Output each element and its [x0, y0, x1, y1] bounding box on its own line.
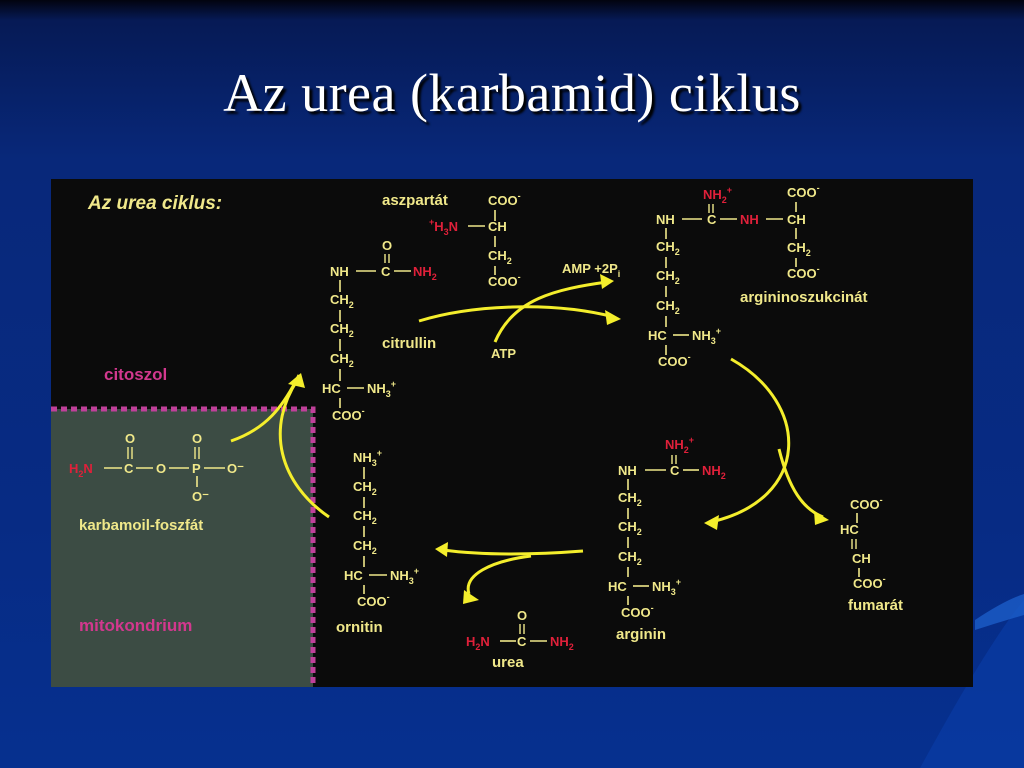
svg-text:CH2: CH2: [787, 240, 811, 258]
urea-label: urea: [492, 654, 524, 671]
svg-text:HC: HC: [840, 522, 859, 537]
amp-label: AMP +2Pi: [562, 261, 620, 279]
svg-text:HC: HC: [344, 568, 363, 583]
svg-text:COO-: COO-: [488, 191, 521, 208]
svg-text:CH2: CH2: [353, 479, 377, 497]
arrow-arginine-to-ornithine: [442, 548, 584, 556]
svg-text:NH2+: NH2+: [665, 435, 694, 455]
svg-text:NH3+: NH3+: [692, 326, 721, 346]
cp-o-minus-bottom: O⁻: [192, 489, 209, 504]
cp-o1: O: [125, 431, 135, 446]
svg-text:CH: CH: [787, 212, 806, 227]
svg-text:C: C: [381, 264, 391, 279]
atp-label: ATP: [491, 346, 516, 361]
reaction-arrows: [230, 274, 829, 604]
svg-text:COO-: COO-: [658, 352, 691, 369]
cp-c: C: [124, 461, 134, 476]
svg-text:C: C: [670, 463, 680, 478]
mitochondrion-region: [51, 409, 313, 687]
cp-o-bridge: O: [156, 461, 166, 476]
mitochondrion-label: mitokondrium: [79, 616, 192, 635]
svg-text:NH: NH: [618, 463, 637, 478]
aspartate-structure: COO- +H3N CH CH2 COO-: [429, 191, 521, 289]
svg-text:COO-: COO-: [621, 603, 654, 620]
svg-text:CH: CH: [852, 551, 871, 566]
slide-title: Az urea (karbamid) ciklus: [223, 63, 801, 123]
svg-text:COO-: COO-: [853, 574, 886, 591]
svg-text:CH2: CH2: [353, 538, 377, 556]
fumarate-structure: COO- HC CH COO-: [840, 495, 886, 591]
arrow-ornithine-to-citrulline: [278, 375, 330, 519]
svg-text:NH3+: NH3+: [367, 379, 396, 399]
svg-text:COO-: COO-: [850, 495, 883, 512]
urea-structure: O H2N C NH2: [466, 608, 574, 652]
fumarate-label: fumarát: [848, 597, 903, 614]
svg-text:HC: HC: [608, 579, 627, 594]
svg-text:CH2: CH2: [656, 268, 680, 286]
ornithine-label: ornitin: [336, 619, 383, 636]
svg-text:CH2: CH2: [353, 508, 377, 526]
svg-text:COO-: COO-: [787, 183, 820, 200]
svg-text:CH2: CH2: [618, 490, 642, 508]
svg-text:NH2: NH2: [550, 634, 574, 652]
svg-text:NH: NH: [740, 212, 759, 227]
svg-text:HC: HC: [648, 328, 667, 343]
svg-text:NH2+: NH2+: [703, 185, 732, 205]
svg-text:CH2: CH2: [618, 549, 642, 567]
arrow-argininosuccinate-to-arginine: [710, 357, 791, 524]
carbamoyl-phosphate-label: karbamoil-foszfát: [79, 517, 203, 534]
cytosol-label: citoszol: [104, 365, 167, 384]
svg-text:CH2: CH2: [488, 248, 512, 266]
svg-text:NH: NH: [656, 212, 675, 227]
svg-text:COO-: COO-: [357, 592, 390, 609]
arginine-structure: NH2+ NH C NH2 CH2 CH2 CH2 HC NH3+ COO-: [608, 435, 726, 620]
cp-h2n: H2N: [69, 461, 93, 479]
svg-text:CH2: CH2: [656, 239, 680, 257]
arginine-label: arginin: [616, 626, 666, 643]
aspartate-label: aszpartát: [382, 192, 448, 209]
svg-text:CH2: CH2: [330, 351, 354, 369]
svg-text:CH2: CH2: [656, 298, 680, 316]
svg-text:CH2: CH2: [330, 321, 354, 339]
svg-text:O: O: [517, 608, 527, 623]
citrulline-label: citrullin: [382, 335, 436, 352]
argininosuccinate-structure: NH2+ COO- NH C NH CH CH2 COO- CH2 CH2 CH…: [648, 183, 820, 369]
ornithine-structure: NH3+ CH2 CH2 CH2 HC NH3+ COO-: [344, 448, 419, 609]
svg-text:COO-: COO-: [332, 406, 365, 423]
svg-text:NH3+: NH3+: [652, 577, 681, 597]
cp-o-minus-right: O⁻: [227, 461, 244, 476]
svg-text:COO-: COO-: [787, 264, 820, 281]
svg-text:CH2: CH2: [618, 519, 642, 537]
cp-o2: O: [192, 431, 202, 446]
svg-text:NH3+: NH3+: [353, 448, 382, 468]
svg-text:COO-: COO-: [488, 272, 521, 289]
diagram-heading: Az urea ciklus:: [87, 193, 222, 214]
svg-text:CH2: CH2: [330, 292, 354, 310]
svg-text:C: C: [517, 634, 527, 649]
svg-text:NH: NH: [330, 264, 349, 279]
mitochondrion-membrane: [51, 406, 316, 687]
citrulline-structure: O NH C NH2 CH2 CH2 CH2 HC NH3+ COO-: [322, 238, 437, 423]
argininosuccinate-label: argininoszukcinát: [740, 289, 868, 306]
svg-text:C: C: [707, 212, 717, 227]
urea-cycle-diagram: Az urea ciklus: citoszol mitokondrium O …: [51, 179, 973, 687]
cp-p: P: [192, 461, 201, 476]
svg-text:NH2: NH2: [413, 264, 437, 282]
svg-text:CH: CH: [488, 219, 507, 234]
svg-text:NH2: NH2: [702, 463, 726, 481]
arrow-citrulline-to-argininosuccinate: [418, 305, 615, 323]
svg-text:NH3+: NH3+: [390, 566, 419, 586]
svg-text:O: O: [382, 238, 392, 253]
arrow-atp-to-amp: [493, 280, 608, 343]
svg-text:HC: HC: [322, 381, 341, 396]
arrow-to-urea: [466, 554, 532, 595]
svg-text:+H3N: +H3N: [429, 217, 458, 237]
carbamoyl-phosphate-structure: O O H2N C O P O⁻ O⁻: [69, 431, 244, 504]
svg-text:H2N: H2N: [466, 634, 490, 652]
